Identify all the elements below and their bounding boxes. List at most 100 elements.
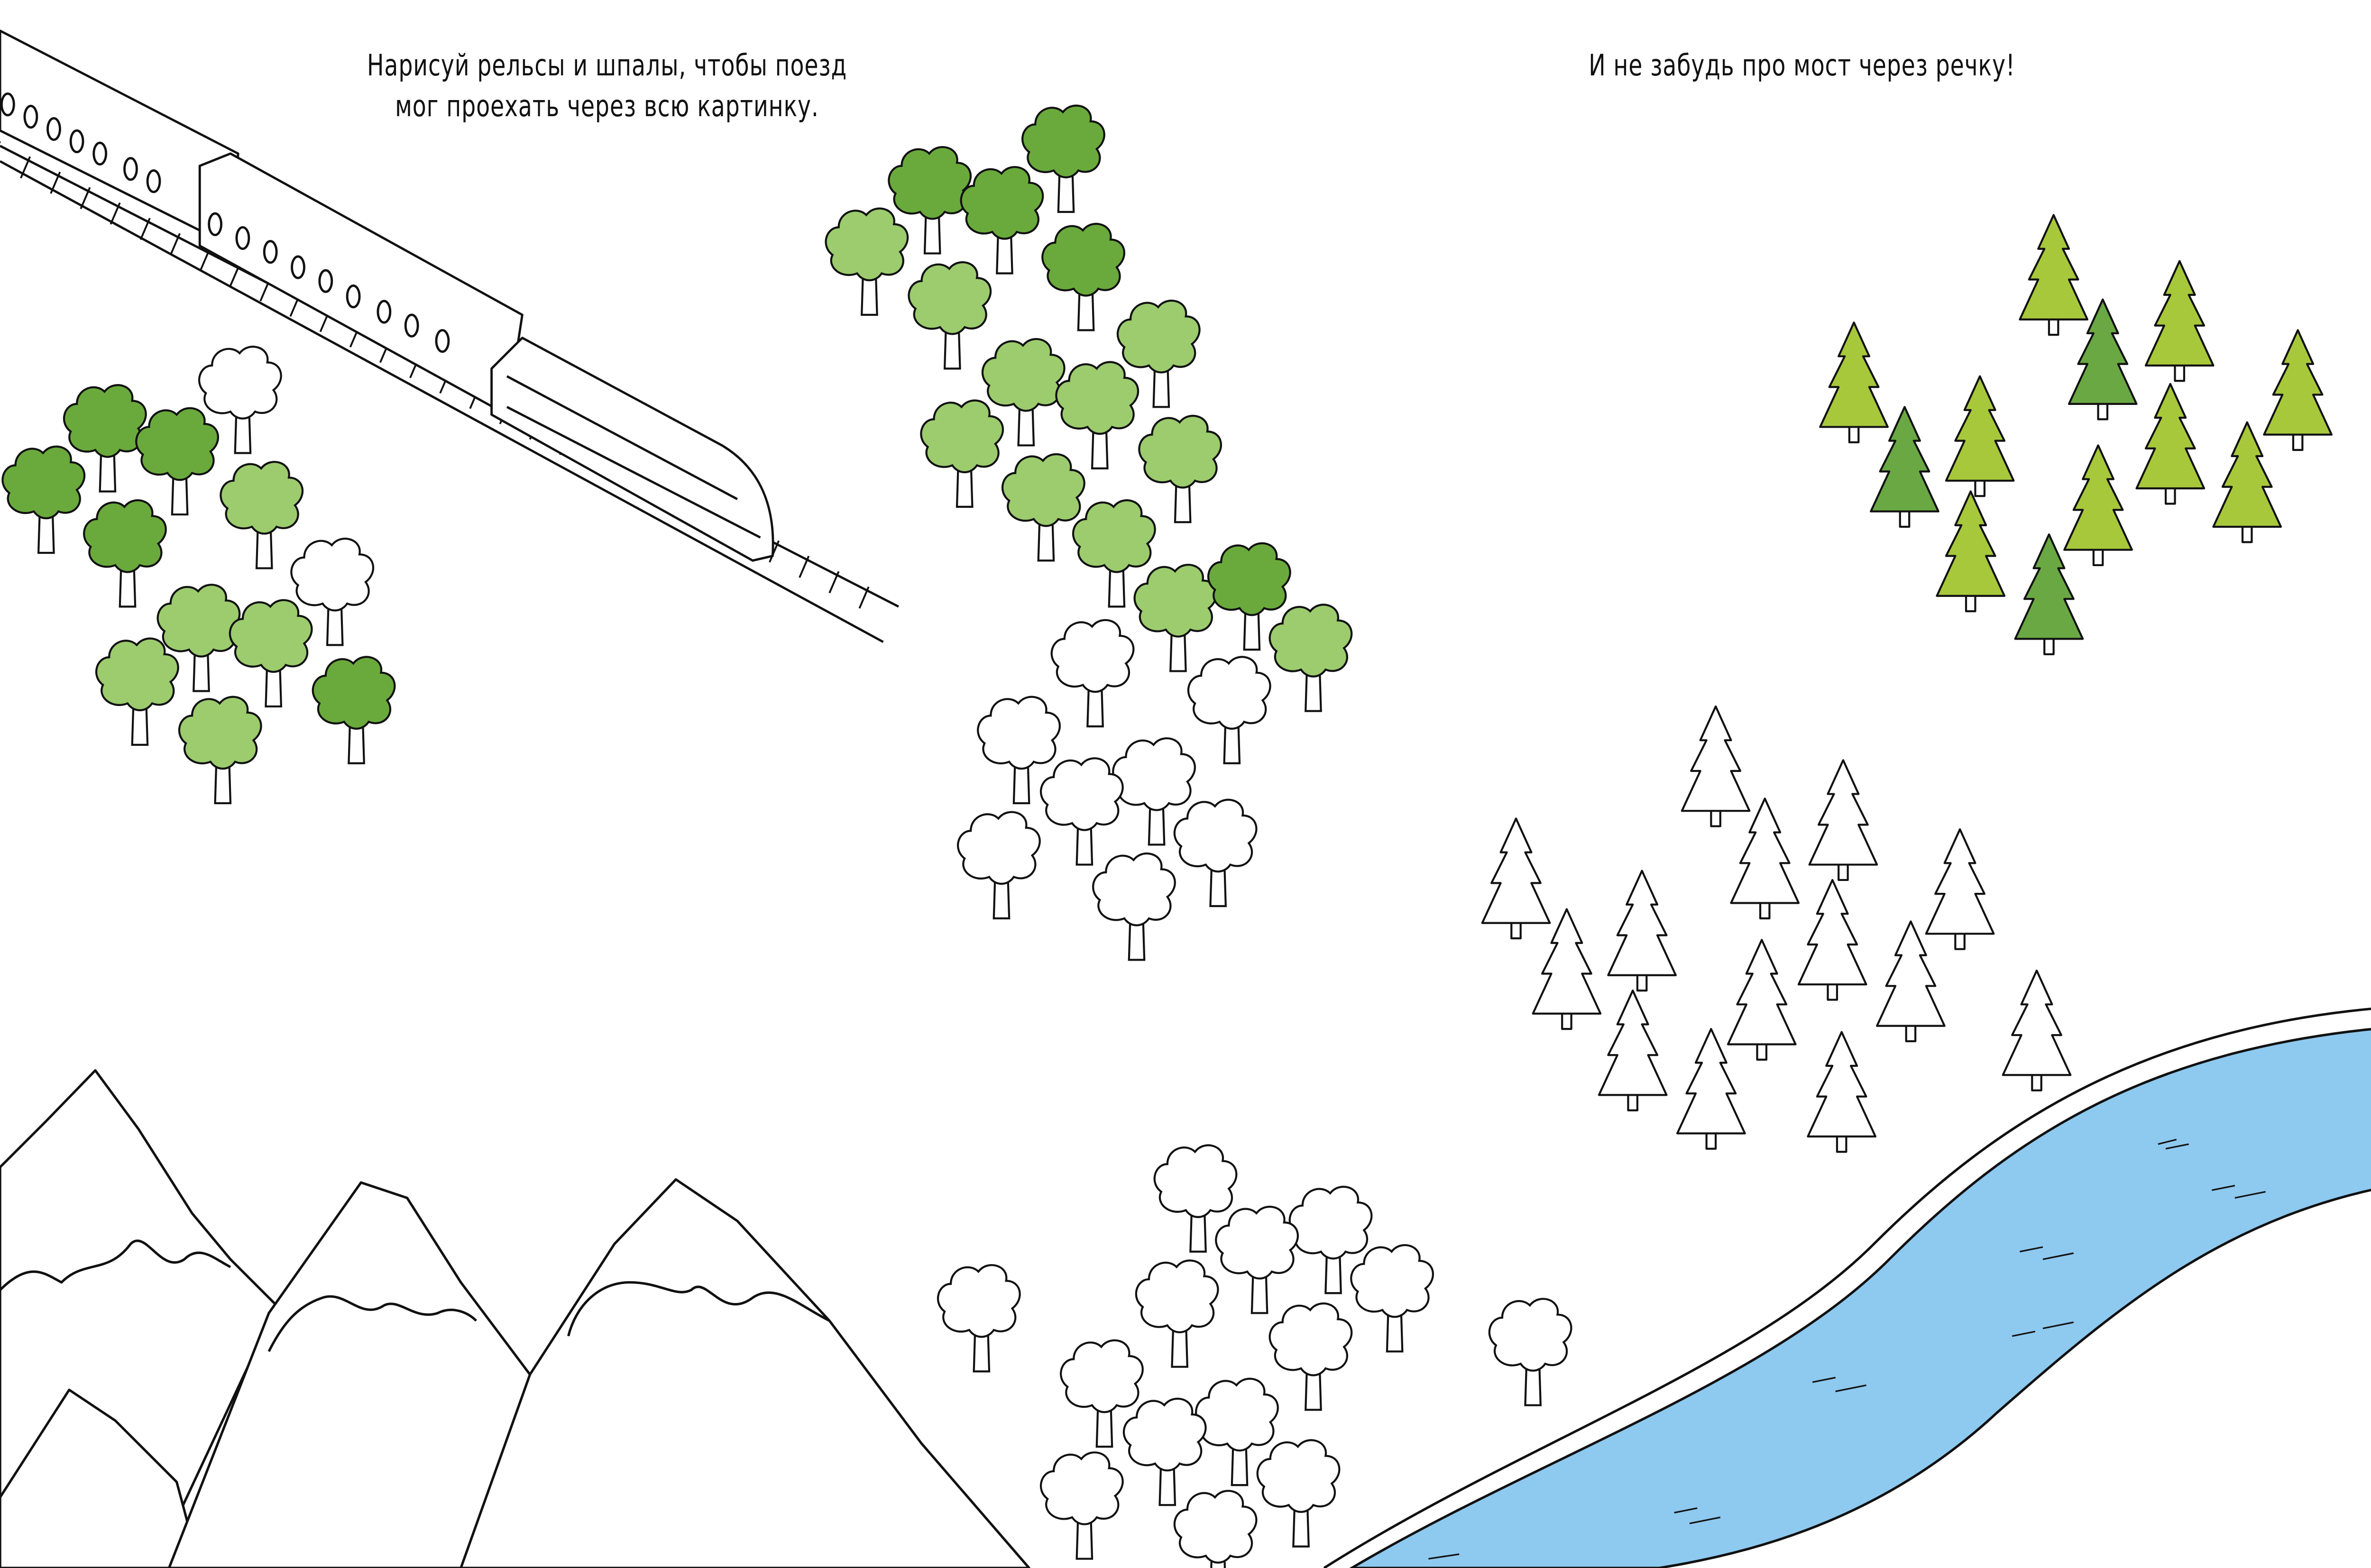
pine-tree [1598,990,1668,1111]
train-window [291,255,305,279]
pine-tree [1532,908,1602,1030]
pine-tree [2212,421,2282,543]
river [1349,1027,2371,1568]
rails-instruction-line-2: мог проехать через всю картинку. [395,89,819,123]
train-window [208,212,222,236]
sleeper [828,571,840,594]
pine-tree [1681,705,1751,827]
tree [1288,1185,1373,1294]
sleeper [799,556,810,578]
tree [960,166,1044,275]
tree [1092,852,1176,961]
train-window [123,157,138,181]
tree [825,207,909,316]
tree [178,696,262,805]
tree [888,146,972,255]
tree [1072,499,1156,608]
tree [1207,542,1291,651]
tree [1173,798,1258,908]
sleeper [769,540,780,563]
tree [1133,564,1218,672]
tree [198,346,282,454]
pine-tree [1819,321,1889,443]
tree [977,696,1061,805]
tree [1256,1439,1341,1548]
train-window [23,105,38,129]
tree [1116,299,1201,408]
tree [1138,414,1222,523]
pine-tree [1676,1028,1746,1150]
tree [95,637,179,746]
train-window [146,169,161,193]
train-window [69,129,84,154]
tree [1122,1397,1207,1506]
sleeper [110,202,121,225]
tree [1153,1144,1238,1253]
tree [220,461,303,569]
pine-tree [2014,533,2084,655]
pine-tree [2263,329,2333,451]
trees [1,104,1572,1568]
train-window [0,92,15,117]
pine-tree [1876,920,1946,1043]
pine-tree [2002,969,2072,1091]
sleeper [139,218,151,240]
train-window [263,240,278,264]
sleeper [858,586,870,609]
sleeper [200,248,211,271]
river-bank [1323,1008,2371,1568]
train-window [435,329,450,353]
sleeper [20,156,31,179]
tree [1039,1451,1124,1560]
bridge-instruction: И не забудь про мост через речку! [1589,48,2015,83]
train [0,29,900,643]
locomotive [490,337,774,562]
tree [981,338,1066,447]
sleeper [80,187,91,210]
pine-tree [1481,817,1551,940]
tree [1060,1339,1144,1448]
tree [1488,1298,1572,1406]
tree [290,537,374,646]
tree [1173,1490,1258,1568]
tree [920,399,1004,508]
tree [135,407,219,516]
sleeper [50,172,61,194]
pine-tree [1807,1031,1877,1153]
tree [1350,1244,1434,1353]
pine-tree [1797,879,1867,1001]
pine-tree [1808,759,1878,881]
train-window [346,284,361,309]
pine-tree [2135,383,2206,505]
tree [1135,1259,1219,1368]
river-ripples [1428,1138,2266,1560]
tree [908,261,992,370]
train-window [235,226,250,250]
tree [83,499,167,608]
tree [1041,222,1125,331]
tree [1187,656,1271,764]
pine-tree [1607,870,1677,992]
tree [937,1264,1021,1373]
tree [1,445,86,554]
tree [1268,1302,1353,1411]
pine-tree [2144,260,2215,382]
train-window [404,313,419,338]
tree [1215,1205,1299,1314]
pine-tree [1730,798,1800,920]
pine-tree [2063,444,2133,567]
pine-tree [1936,490,2006,613]
sleeper [169,233,181,256]
tree [1039,757,1124,866]
tree [1050,619,1135,728]
pine-tree [1727,939,1797,1061]
tree [1021,104,1105,213]
pine-tree [1870,406,1939,528]
tree [1001,453,1085,562]
tree [312,656,396,764]
tree [1112,737,1196,846]
pine-tree [2019,214,2089,336]
tree [1268,604,1353,712]
pine-tree [2068,298,2138,421]
